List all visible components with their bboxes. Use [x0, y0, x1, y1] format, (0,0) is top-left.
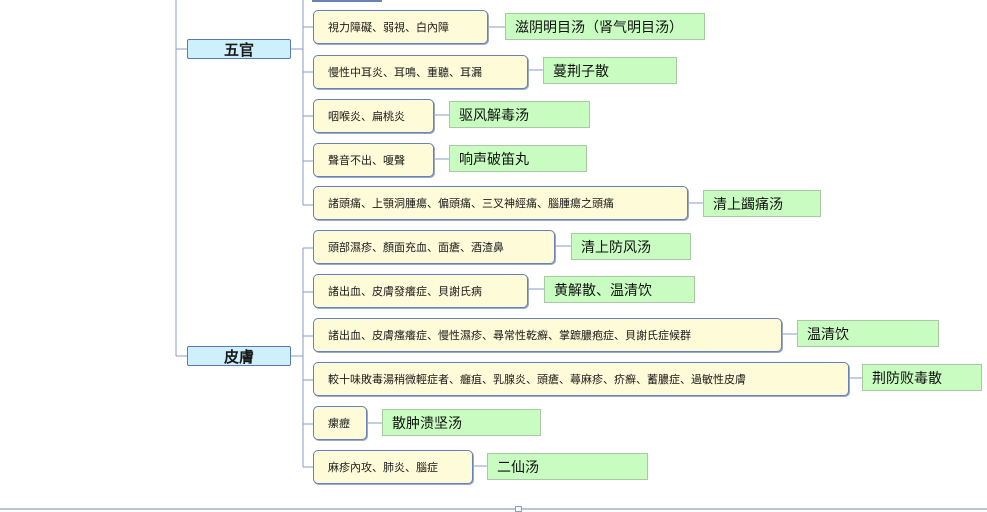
- formula-node[interactable]: 蔓荆子散: [543, 57, 677, 84]
- condition-node[interactable]: 視力障礙、弱視、白內障: [313, 10, 488, 44]
- formula-node[interactable]: 二仙汤: [487, 453, 648, 480]
- condition-node[interactable]: 咽喉炎、扁桃炎: [313, 99, 434, 133]
- top-node-edge: [312, 0, 382, 2]
- condition-node[interactable]: 較十味敗毒湯稍微輕症者、癰疽、乳腺炎、頭瘡、蕁麻疹、疥癬、蓄膿症、過敏性皮膚: [313, 362, 849, 396]
- category-pifu[interactable]: 皮膚: [187, 346, 291, 366]
- formula-node[interactable]: 清上防风汤: [571, 233, 691, 260]
- condition-node[interactable]: 瘰癧: [313, 406, 367, 440]
- condition-node[interactable]: 聲音不出、嗄聲: [313, 143, 434, 177]
- category-wuguan[interactable]: 五官: [187, 39, 291, 59]
- formula-node[interactable]: 荆防败毒散: [862, 364, 982, 391]
- formula-node[interactable]: 清上蠲痛汤: [703, 190, 821, 217]
- condition-node[interactable]: 頭部濕疹、顏面充血、面瘡、酒渣鼻: [313, 230, 555, 264]
- formula-node[interactable]: 响声破笛丸: [449, 145, 587, 172]
- formula-node[interactable]: 散肿溃坚汤: [382, 409, 541, 436]
- condition-node[interactable]: 慢性中耳炎、耳鳴、重聽、耳漏: [313, 55, 528, 89]
- condition-node[interactable]: 諸頭痛、上顎洞腫瘍、偏頭痛、三叉神經痛、腦腫瘍之頭痛: [313, 186, 688, 220]
- formula-node[interactable]: 温清饮: [797, 320, 939, 347]
- condition-node[interactable]: 諸出血、皮膚瘙癢症、慢性濕疹、尋常性乾癬、掌蹠膿疱症、貝謝氏症候群: [313, 318, 782, 352]
- scroll-handle[interactable]: [515, 506, 522, 512]
- horizontal-scrollbar-track[interactable]: [0, 508, 987, 510]
- formula-node[interactable]: 驱风解毒汤: [449, 101, 590, 128]
- formula-node[interactable]: 滋阴明目汤（肾气明目汤）: [505, 13, 705, 40]
- condition-node[interactable]: 諸出血、皮膚發癢症、貝謝氏病: [313, 274, 528, 308]
- formula-node[interactable]: 黄解散、温清饮: [544, 276, 695, 303]
- condition-node[interactable]: 麻疹內攻、肺炎、腦症: [313, 450, 473, 484]
